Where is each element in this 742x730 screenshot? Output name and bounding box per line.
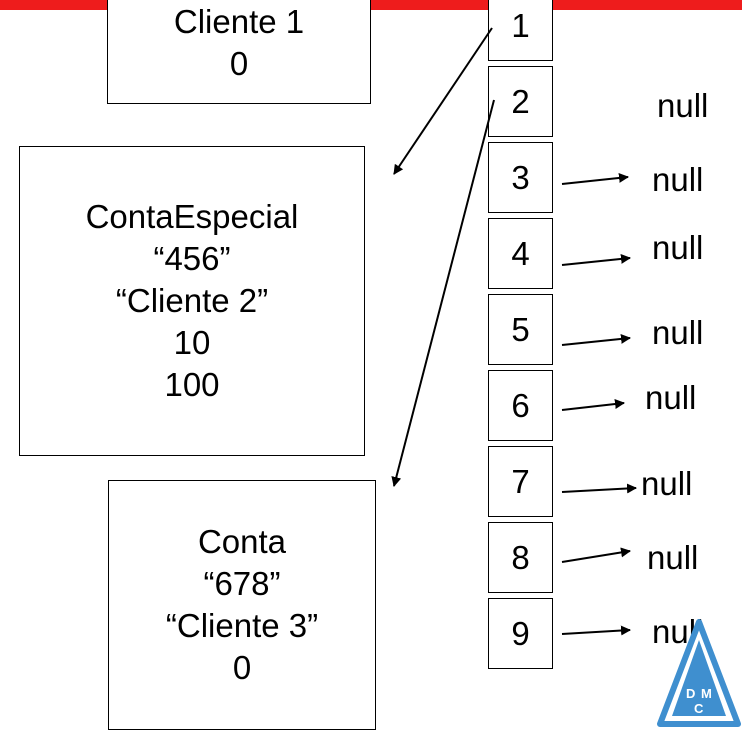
arrow-9-to-null [561,625,631,636]
array-cell-5: 5 [488,294,553,365]
array-index: 9 [511,614,530,652]
array-index: 7 [511,462,530,500]
array-index: 4 [511,234,530,272]
object-line: “Cliente 2” [115,282,269,319]
object-line: “Cliente 3” [165,607,319,644]
object-conta-especial: ContaEspecial “456” “Cliente 2” 10 100 [19,146,365,456]
array-index: 1 [511,6,530,44]
object-line: 10 [173,324,211,361]
object-class-name: Conta [197,523,287,560]
logo-letter-m: M [701,686,712,701]
object-line: “456” [153,240,231,277]
object-line: 0 [232,649,252,686]
array-cell-6: 6 [488,370,553,441]
logo-letter-d: D [686,686,695,701]
arrow-2-to-conta [391,99,495,487]
array-cell-8: 8 [488,522,553,593]
arrow-5-to-null [561,333,631,346]
arrow-7-to-null [561,483,637,494]
object-class-name: ContaEspecial [85,198,299,235]
object-line: 100 [164,366,220,403]
object-conta: Conta “678” “Cliente 3” 0 [108,480,376,730]
array-index: 6 [511,386,530,424]
array-index: 8 [511,538,530,576]
null-label-6: null [645,379,697,416]
object-cliente-1: Cliente 1 0 [107,0,371,104]
arrow-1-to-contaespecial [393,27,493,175]
array-cell-1: 1 [488,0,553,61]
null-label-4: null [652,229,704,266]
arrow-6-to-null [561,399,625,411]
top-accent-bar [0,0,742,10]
arrow-3-to-null [561,172,629,185]
null-label-8: null [647,539,699,576]
dmc-logo: D M C [657,619,741,727]
array-cell-7: 7 [488,446,553,517]
array-index: 2 [511,82,530,120]
logo-letter-c: C [694,701,704,716]
array-index: 5 [511,310,530,348]
array-cell-3: 3 [488,142,553,213]
object-line: 0 [229,45,249,82]
arrow-8-to-null [561,547,631,563]
null-label-3: null [652,161,704,198]
array-cell-4: 4 [488,218,553,289]
null-label-7: null [641,465,693,502]
object-line: Cliente 1 [173,3,305,40]
null-label-2: null [657,87,709,124]
array-index: 3 [511,158,530,196]
array-cell-2: 2 [488,66,553,137]
array-cell-9: 9 [488,598,553,669]
arrow-4-to-null [561,253,631,266]
null-label-5: null [652,314,704,351]
object-line: “678” [203,565,281,602]
